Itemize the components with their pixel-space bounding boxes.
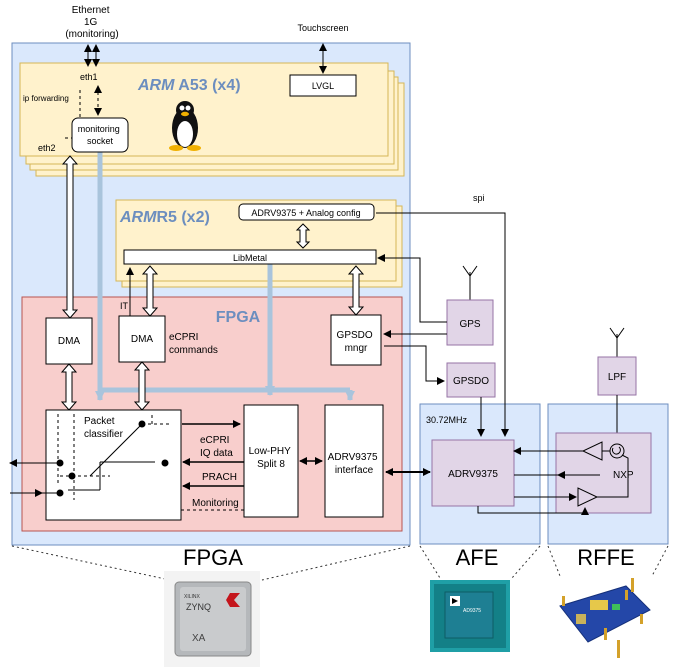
fpga-title: FPGA (216, 309, 261, 326)
nxp-label: NXP (613, 470, 634, 481)
monitoring-socket-label: monitoring socket (78, 124, 123, 146)
eth2-label: eth2 (38, 143, 56, 153)
caption-afe: AFE (456, 545, 499, 570)
afe-chip-photo: AD9375 (430, 580, 510, 652)
adrv9375-chip-box (431, 439, 515, 507)
rffe-board-photo (559, 578, 651, 658)
rffe-antenna-icon (609, 327, 625, 357)
gpsdo-mngr-box (330, 314, 382, 366)
libmetal-label: LibMetal (233, 253, 267, 263)
lvgl-box (289, 74, 357, 97)
linux-penguin-icon (169, 101, 201, 151)
classifier-internal-paths (14, 414, 172, 500)
touchscreen-label: Touchscreen (297, 23, 348, 33)
dma-left-label: DMA (58, 336, 81, 347)
lowphy-label: Low-PHY Split 8 (249, 446, 294, 470)
it-label: IT (120, 301, 129, 311)
freq-label: 30.72MHz (426, 415, 468, 425)
libmetal-box (123, 249, 377, 265)
zynq-chip-photo: XILINX ZYNQ XA (164, 571, 260, 667)
gpsdo-label: GPSDO (453, 376, 489, 387)
svg-text:AD9375: AD9375 (463, 608, 481, 614)
spi-label: spi (473, 193, 485, 203)
gpsdo-mngr-label: GPSDO mngr (337, 330, 376, 354)
packet-classifier-label: Packet classifier (84, 416, 124, 440)
dma-left-box (45, 317, 93, 365)
packet-classifier-box (45, 409, 182, 521)
svg-text:XA: XA (192, 633, 206, 644)
pa-amplifier-icon (577, 487, 599, 507)
eth1-label: eth1 (80, 72, 98, 82)
gps-box (446, 299, 494, 346)
ecpri-commands-label: eCPRI commands (169, 332, 218, 356)
config-libmetal-arrow (295, 223, 311, 249)
lpf-box (597, 356, 637, 396)
gpsdo-box (446, 362, 496, 398)
monitoring-socket-box (71, 117, 129, 153)
gpsdo-libmetal-arrow (347, 265, 365, 316)
dma-libmetal-arrow (141, 265, 159, 317)
ip-forwarding-label: ip forwarding (23, 94, 69, 103)
lowphy-box (243, 404, 299, 518)
monitoring-label: Monitoring (192, 498, 239, 509)
gps-antenna-icon (462, 265, 478, 300)
adrv9375-label: ADRV9375 (448, 469, 498, 480)
ecpri-iq-label: eCPRI IQ data (200, 435, 233, 459)
nxp-box (555, 432, 652, 514)
ethernet-label: Ethernet 1G (monitoring) (65, 5, 118, 40)
lpf-label: LPF (608, 372, 626, 383)
adrv-config-box (238, 203, 375, 221)
adrv-interface-label: ADRV9375 interface (328, 452, 381, 476)
prach-label: PRACH (202, 472, 237, 483)
svg-text:XILINX: XILINX (184, 594, 201, 600)
dma-right-box (118, 315, 166, 363)
adrv-interface-box (324, 404, 384, 518)
caption-rffe: RFFE (577, 545, 634, 570)
gps-label: GPS (459, 319, 480, 330)
caption-fpga: FPGA (183, 545, 243, 570)
arm-a53-title: ARM A53 (x4) (137, 77, 241, 94)
svg-text:ZYNQ: ZYNQ (186, 602, 211, 612)
dma-right-label: DMA (131, 334, 154, 345)
adrv-config-label: ADRV9375 + Analog config (251, 208, 360, 218)
arm-r5-title: ARMR5 (x2) (119, 209, 210, 226)
lvgl-label: LVGL (312, 81, 334, 91)
